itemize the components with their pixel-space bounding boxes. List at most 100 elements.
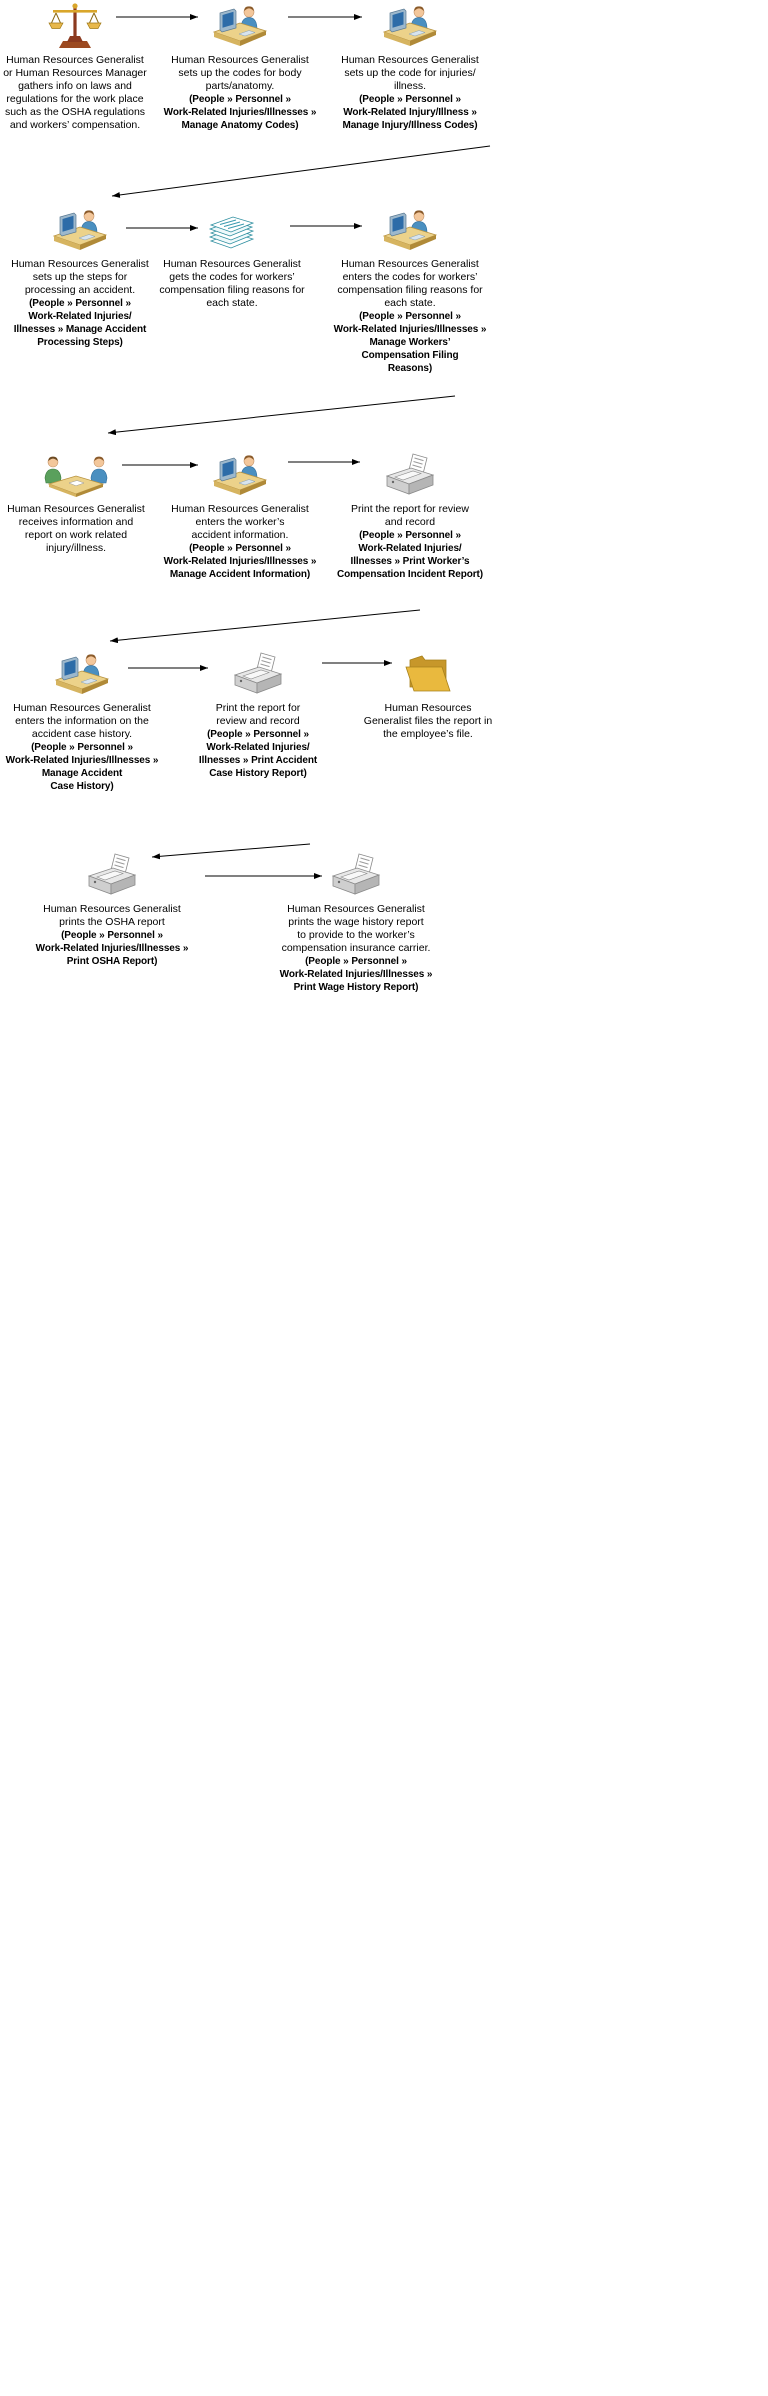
menu-path-line: (People » Personnel » — [359, 530, 461, 541]
menu-path-line: Work-Related Injuries/Illnesses » — [163, 556, 317, 567]
text-line: and workers’ compensation. — [9, 119, 141, 131]
menu-path-line: (People » Personnel » — [29, 298, 131, 309]
text-line: accident case history. — [31, 728, 133, 740]
text-line: each state. — [384, 297, 436, 309]
menu-path-line: Manage Injury/Illness Codes) — [342, 120, 478, 131]
text-line: Human Resources Generalist — [13, 702, 151, 714]
text-line: Human Resources Generalist — [171, 54, 309, 66]
flow-arrow-n6-n7 — [107, 395, 456, 436]
menu-path-line: (People » Personnel » — [359, 94, 461, 105]
text-line: and record — [384, 516, 436, 528]
text-line: Human Resources Generalist — [171, 503, 309, 515]
person-computer-icon — [154, 446, 326, 503]
menu-path-line: Work-Related Injuries/ — [358, 543, 462, 554]
printer-icon — [321, 442, 499, 503]
text-line: Print the report for review — [351, 503, 469, 515]
menu-path-line: Print OSHA Report) — [66, 956, 158, 967]
menu-path-line: (People » Personnel » — [359, 311, 461, 322]
text-line: Human Resources Generalist — [11, 258, 149, 270]
text-line: or Human Resources Manager — [3, 67, 147, 79]
text-line: illness. — [393, 80, 427, 92]
text-line: enters the worker’s — [195, 516, 285, 528]
meeting-icon — [0, 442, 152, 503]
text-line: injury/illness. — [45, 542, 107, 554]
menu-path-line: Reasons) — [387, 363, 433, 374]
text-line: prints the OSHA report — [59, 916, 165, 928]
menu-path-line: Work-Related Injuries/Illnesses » — [163, 107, 317, 118]
menu-path-line: Compensation Incident Report) — [337, 569, 483, 580]
text-line: sets up the code for injuries/ — [344, 67, 476, 79]
person-computer-icon — [0, 648, 164, 702]
text-line: compensation insurance carrier. — [281, 942, 431, 954]
text-line: Human Resources Generalist — [341, 258, 479, 270]
text-line: Print the report for — [215, 702, 301, 714]
text-line: sets up the steps for — [32, 271, 128, 283]
flow-arrow-n3-n4 — [111, 145, 491, 198]
text-line: receives information and — [18, 516, 134, 528]
text-line: report on work related — [24, 529, 128, 541]
printer-icon — [182, 644, 334, 702]
text-line: sets up the codes for body — [178, 67, 302, 79]
menu-path-line: (People » Personnel » — [189, 543, 291, 554]
text-line: the employee’s file. — [383, 728, 473, 740]
menu-path-line: Manage Anatomy Codes) — [181, 120, 299, 131]
text-line: gathers info on laws and — [18, 80, 132, 92]
menu-path-line: Processing Steps) — [37, 337, 123, 348]
menu-path-line: (People » Personnel » — [61, 930, 163, 941]
text-line: compensation filing reasons for — [337, 284, 483, 296]
text-line: Generalist files the report in — [363, 715, 493, 727]
text-line: Human Resources — [384, 702, 472, 714]
flow-arrow-n9-n10 — [109, 609, 421, 644]
person-computer-icon — [324, 206, 496, 258]
person-computer-icon — [1, 206, 159, 258]
person-computer-icon — [154, 4, 326, 54]
printer-icon — [266, 852, 446, 903]
text-line: accident information. — [191, 529, 289, 541]
text-line: enters the information on the — [15, 715, 149, 727]
menu-path-line: (People » Personnel » — [31, 742, 133, 753]
text-line: prints the wage history report — [288, 916, 424, 928]
documents-icon — [146, 210, 318, 258]
text-line: compensation filing reasons for — [159, 284, 305, 296]
person-computer-icon — [324, 4, 496, 54]
menu-path-line: Work-Related Injuries/Illnesses » — [279, 969, 433, 980]
menu-path-line: Manage Accident — [41, 768, 123, 779]
menu-path-line: Illnesses » Manage Accident — [13, 324, 147, 335]
text-line: such as the OSHA regulations — [4, 106, 146, 118]
menu-path-line: Manage Accident Information) — [169, 569, 311, 580]
menu-path-line: Print Wage History Report) — [293, 982, 419, 993]
menu-path-line: Work-Related Injuries/ — [206, 742, 310, 753]
text-line: gets the codes for workers’ — [169, 271, 295, 283]
text-line: regulations for the work place — [6, 93, 144, 105]
text-line: each state. — [206, 297, 258, 309]
text-line: parts/anatomy. — [205, 80, 275, 92]
menu-path-line: (People » Personnel » — [207, 729, 309, 740]
text-line: enters the codes for workers’ — [342, 271, 478, 283]
printer-icon — [22, 852, 202, 903]
menu-path-line: Work-Related Injuries/Illnesses » — [5, 755, 159, 766]
text-line: to provide to the worker’s — [297, 929, 415, 941]
text-line: Human Resources Generalist — [6, 54, 144, 66]
text-line: Human Resources Generalist — [287, 903, 425, 915]
